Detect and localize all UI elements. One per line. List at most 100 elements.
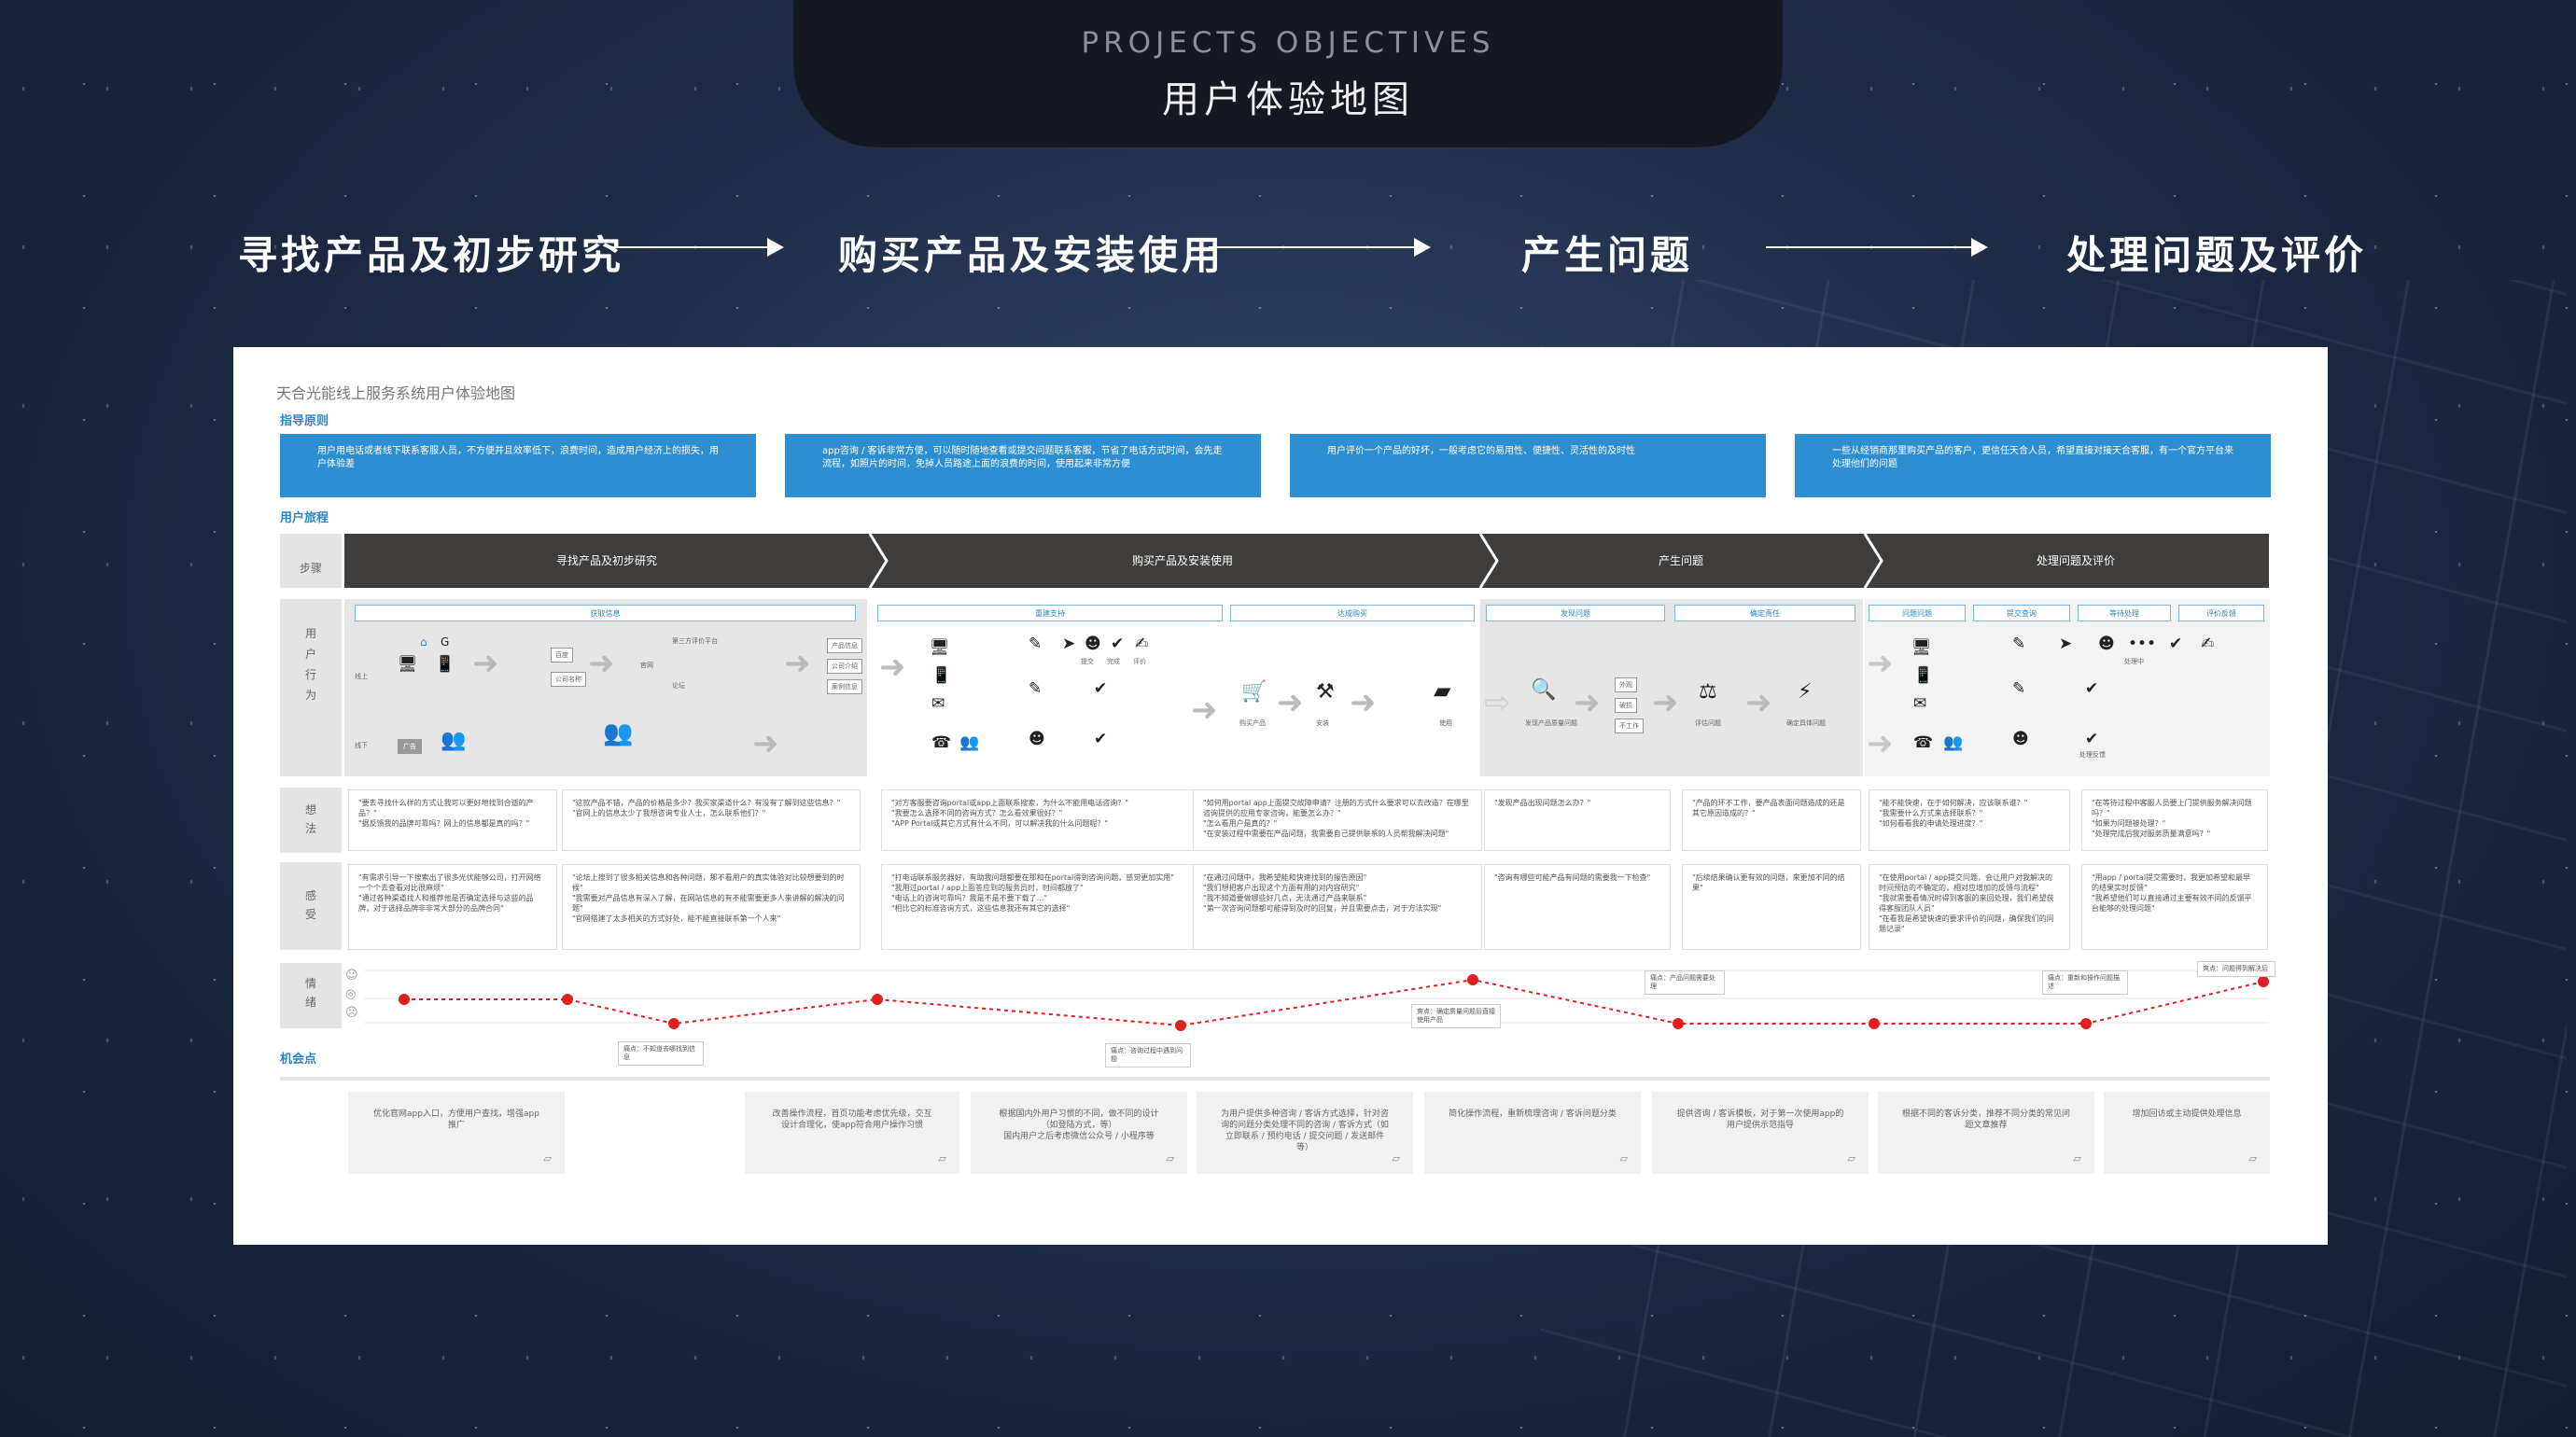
comment-icon: ▱ xyxy=(1619,1152,1628,1165)
flow-arrow-icon: ➜ xyxy=(1745,684,1772,721)
issue-broken: 破损 xyxy=(1615,698,1637,713)
stage-arrow-1 xyxy=(609,238,784,257)
buy-label: 购买产品 xyxy=(1239,719,1266,727)
agent-icon: ☻ xyxy=(2098,635,2115,653)
flow-arrow-icon: ⇨ xyxy=(1484,684,1511,721)
feeling-box-3: "打电话联系服务器好，有助我问题都要在那和在portal得到咨询问题，感觉更加实… xyxy=(881,864,1202,950)
header-tab xyxy=(793,0,1783,147)
ad-box: 广告 xyxy=(398,739,422,754)
flow-arrow-icon: ➜ xyxy=(472,645,499,682)
check-icon: ✔ xyxy=(2085,679,2099,698)
online-label: 线上 xyxy=(355,673,368,680)
solar-panel-icon: ▰ xyxy=(1434,677,1451,704)
subtag-wait: 等待处理 xyxy=(2078,605,2171,621)
flow-arrow-icon: ➜ xyxy=(1867,725,1894,762)
check-icon: ✔ xyxy=(1094,730,1108,748)
check-icon: ✔ xyxy=(1111,635,1125,653)
journey-map-card: 天合光能线上服务系统用户体验地图 指导原则 用户用电话或者线下联系客服人员，不方… xyxy=(233,347,2328,1245)
emotion-note-4: 痛点：产品问题需要处理 xyxy=(1645,970,1725,995)
flow-arrow-icon: ➜ xyxy=(1652,684,1679,721)
principle-box-1: 用户用电话或者线下联系客服人员，不方便并且效率低下，浪费时间，造成用户经济上的损… xyxy=(280,434,756,497)
emotion-curve xyxy=(364,970,2269,1031)
emotion-note-5: 痛点：重新和操作问题描述 xyxy=(2042,970,2128,995)
forum-label: 论坛 xyxy=(672,682,685,690)
consult-icon: ☻ xyxy=(1029,730,1045,748)
subtag-responsibility: 确定责任 xyxy=(1674,605,1855,621)
product-info-box: 产品信息 xyxy=(827,638,862,653)
emotion-note-3: 爽点：确定质量问题后直接使用产品 xyxy=(1411,1004,1501,1028)
rating-icon: ✍ xyxy=(1135,635,1149,653)
step-divider-2 xyxy=(1478,534,1499,588)
install-label: 安装 xyxy=(1316,719,1329,727)
consult-icon: ☻ xyxy=(2012,730,2029,748)
baidu-box: 百度 xyxy=(551,648,573,663)
check-icon: ✔ xyxy=(1094,679,1108,698)
stage-label-1: 寻找产品及初步研究 xyxy=(238,232,625,278)
mail-icon: ✉ xyxy=(931,694,945,713)
company-intro-box: 公司介绍 xyxy=(827,659,862,674)
check-icon: ✔ xyxy=(2169,635,2183,653)
principle-box-2: app咨询 / 客诉非常方便，可以随时随地查看或提交问题联系客服，节省了电话方式… xyxy=(785,434,1261,497)
comment-icon: ▱ xyxy=(543,1152,552,1165)
flow-arrow-icon: ➜ xyxy=(1277,684,1304,721)
thought-box-5: "发现产品出现问题怎么办？" xyxy=(1484,789,1671,851)
opportunity-label: 机会点 xyxy=(280,1053,317,1067)
happy-face-icon: ☺ xyxy=(345,969,358,983)
comment-icon: ▱ xyxy=(1847,1152,1855,1165)
monitor-icon: 🖥 xyxy=(930,638,950,657)
header-eyebrow: PROJECTS OBJECTIVES xyxy=(1081,26,1495,60)
evaluate-label: 评价 xyxy=(1133,658,1146,665)
send-question-icon: ✎ xyxy=(1029,679,1043,698)
search-icon: 🔍 xyxy=(1531,678,1557,702)
thought-box-1: "要去寻找什么样的方式让我可以更好地找到合适的产品？""据反馈我的品牌可靠吗？网… xyxy=(348,789,557,851)
company-box: 公司名称 xyxy=(551,672,586,687)
stage-arrow-2 xyxy=(1209,238,1431,257)
monitor-icon: 🖥 xyxy=(398,655,418,674)
check-icon: ✔ xyxy=(2085,730,2099,748)
send-icon: ➤ xyxy=(1062,635,1076,653)
submit-label: 提交 xyxy=(1081,658,1094,665)
install-icon: ⚒ xyxy=(1316,680,1335,704)
confirm-label: 确定具体问题 xyxy=(1786,719,1826,727)
feeling-box-7: "在使用portal / app提交问题，会让用户对我解决的时间预估的不确定的，… xyxy=(1869,864,2070,950)
send-question-icon: ✎ xyxy=(2012,679,2026,698)
phone-icon: 📱 xyxy=(435,655,455,674)
flow-arrow-icon: ➜ xyxy=(1191,691,1218,729)
feeling-box-2: "论坛上搜到了很多相关信息和各种问题，那不看用户的真实体验对比较想要到的时候""… xyxy=(562,864,861,950)
side-label-actions: 用户行为 xyxy=(280,599,342,776)
assess-label: 评估问题 xyxy=(1695,719,1721,727)
use-label: 使用 xyxy=(1439,719,1452,727)
subtag-purchase: 达成购买 xyxy=(1230,605,1475,621)
actions-area-1 xyxy=(344,599,867,776)
monitor-icon: 🖥 xyxy=(1911,638,1932,657)
offline-label: 线下 xyxy=(355,742,368,749)
flow-arrow-icon: ➜ xyxy=(879,649,906,686)
support-people-icon: 👥 xyxy=(1943,733,1964,752)
side-label-feelings: 感受 xyxy=(280,862,342,950)
stage-label-4: 处理问题及评价 xyxy=(2066,232,2368,278)
issue-not-working: 不工作 xyxy=(1615,718,1644,733)
call-icon: ☎ xyxy=(1913,733,1934,752)
subtag-feedback: 评价反馈 xyxy=(2178,605,2264,621)
page-title: 用户体验地图 xyxy=(1162,78,1414,121)
feeling-box-5: "咨询有哪些可能产品有问题的需要我一下检查" xyxy=(1484,864,1671,950)
flow-arrow-icon: ➜ xyxy=(1574,684,1601,721)
opportunity-card-8: 增加回访或主动提供处理信息▱ xyxy=(2104,1092,2270,1174)
flow-arrow-icon: ➜ xyxy=(784,645,811,682)
phone-icon: 📱 xyxy=(1913,666,1934,685)
discover-label: 发现产品质量问题 xyxy=(1525,719,1577,727)
emotion-note-1: 痛点：不知道去哪找到信息 xyxy=(618,1041,704,1066)
flow-arrow-icon: ➜ xyxy=(752,725,779,762)
processing-label: 处理中 xyxy=(2124,658,2144,665)
feeling-box-4: "在通过问题中，我希望能和快速找到的报告原因""我们想把客户出现这个方面有用的对… xyxy=(1193,864,1482,950)
opportunity-card-6: 提供咨询 / 客诉模板，对于第一次使用app的用户提供示范指导▱ xyxy=(1652,1092,1869,1174)
scale-icon: ⚖ xyxy=(1699,680,1717,704)
opportunity-card-2: 改善操作流程，首页功能考虑优先级，交互设计合理化，使app符合用户操作习惯▱ xyxy=(745,1092,959,1174)
broken-panel-icon: ⚡ xyxy=(1798,680,1813,704)
sad-face-icon: ☹ xyxy=(345,1006,358,1020)
step-4-label: 处理问题及评价 xyxy=(2036,554,2115,567)
stage-label-2: 购买产品及安装使用 xyxy=(838,232,1225,278)
thought-box-3: "对方客服要咨询portal或app上面联系搜索，为什么不能用电话咨询？""我要… xyxy=(881,789,1202,851)
cart-icon: 🛒 xyxy=(1241,680,1267,704)
map-title: 天合光能线上服务系统用户体验地图 xyxy=(276,384,516,402)
